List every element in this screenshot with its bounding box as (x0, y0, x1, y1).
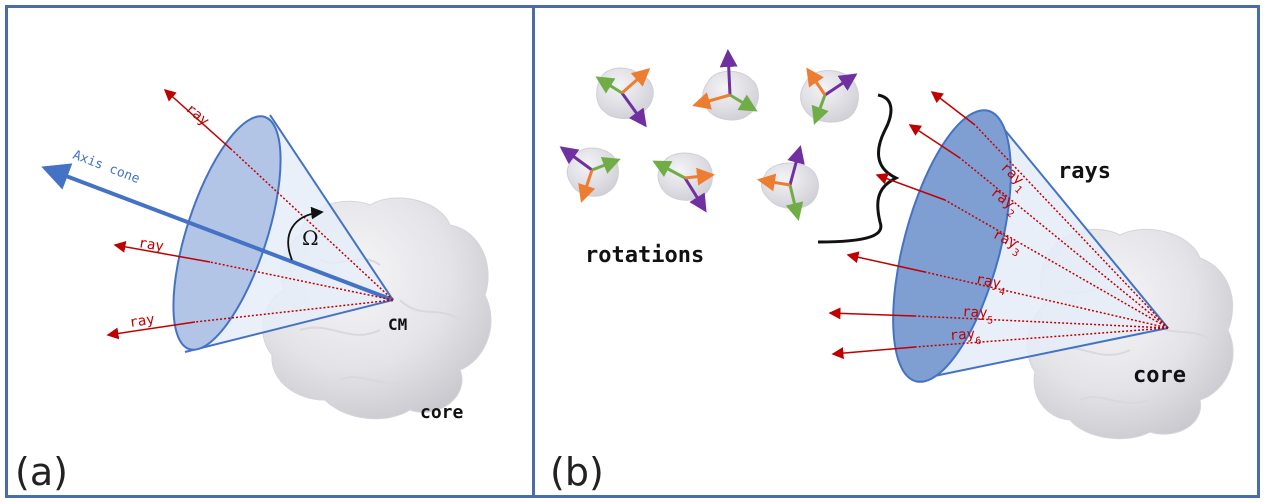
ray-label-a-3: ray (128, 312, 155, 331)
cone-base-b (892, 109, 1012, 383)
omega-arc (287, 206, 324, 261)
rotations-label: rotations (585, 243, 704, 268)
panel-b: rotations ray1 ray2 ray3 ray4 ra (559, 49, 1234, 440)
panel-a: Axis cone ray ray ray Ω CM core (41, 88, 492, 423)
axis-cone-arrow (41, 163, 394, 302)
ray-b-3 (875, 172, 946, 201)
rotation-5 (652, 152, 715, 213)
panel-b-frame (532, 5, 1260, 498)
ray-b-5 (828, 307, 916, 320)
panel-label-a: (a) (15, 450, 68, 494)
ray-a-2 (113, 240, 211, 263)
core-label-a: core (420, 402, 464, 423)
rotation-1 (595, 67, 654, 128)
ray-label-b-5: ray5 (962, 304, 994, 326)
rotation-4 (559, 146, 621, 203)
rotation-6 (757, 145, 819, 221)
ray-a-3 (106, 321, 196, 340)
rotation-3 (800, 67, 859, 125)
ray-b-6 (831, 346, 916, 360)
rays-b (828, 91, 1169, 360)
panel-label-b: (b) (550, 450, 604, 494)
rotation-2 (692, 49, 759, 121)
ray-label-a-1: ray (182, 101, 212, 130)
ray-label-a-2: ray (137, 235, 164, 255)
ray-a-1 (163, 88, 233, 151)
omega-label: Ω (302, 226, 319, 250)
core-label-b: core (1133, 363, 1186, 388)
rays-label: rays (1058, 159, 1111, 184)
ray-b-4 (846, 251, 926, 273)
cm-label: CM (388, 315, 407, 334)
ray-label-b-4: ray4 (973, 271, 1008, 298)
rotations-brace (817, 93, 900, 244)
ray-b-1 (930, 91, 976, 126)
ray-label-b-6: ray6 (949, 326, 982, 349)
ray-b-2 (908, 124, 961, 159)
